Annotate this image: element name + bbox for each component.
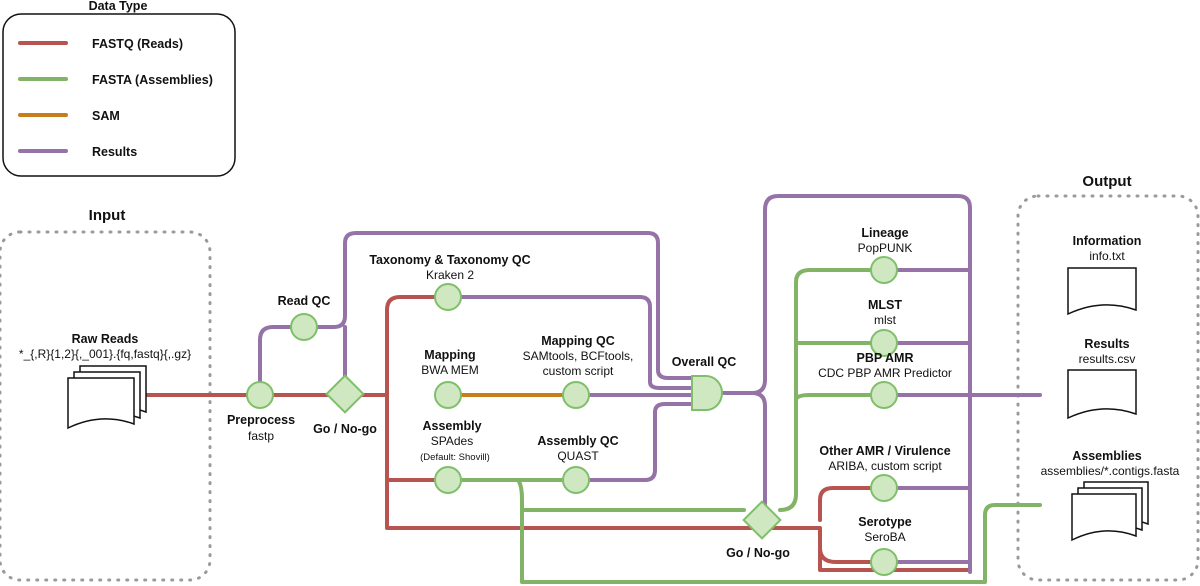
node-mapping-qc [562,381,590,409]
node-assembly [434,466,462,494]
edge-asm-pbp [794,393,886,402]
node-assembly-qc [562,466,590,494]
read-qc-label: Read QC [278,294,331,308]
edge-res-overallqc-gonogo [750,391,767,507]
nodes [246,256,898,576]
mapping-label: Mapping [424,348,475,362]
info-file-icon [1067,267,1137,316]
edge-res-analyses [882,268,972,564]
mapping-qc-label: Mapping QC [541,334,615,348]
overall-qc-label: Overall QC [672,355,737,369]
edge-res-taxonomy [446,295,694,390]
edge-res-readqc-out [302,231,694,380]
information-file: info.txt [1089,249,1125,263]
node-overall-qc-gate [691,375,723,411]
edge-res-overallqc [720,194,972,574]
mlst-tool: mlst [874,313,897,327]
other-amr-label: Other AMR / Virulence [819,444,950,458]
edge-asm-output [516,478,1042,584]
pbp-amr-label: PBP AMR [857,351,914,365]
results-file: results.csv [1079,352,1136,366]
node-read-qc [290,313,318,341]
taxonomy-tool: Kraken 2 [426,268,474,282]
mapping-qc-tool-1: SAMtools, BCFtools, [523,349,634,363]
edge-reads-branch [385,308,972,572]
output-container [1016,194,1200,582]
legend-label-results: Results [92,145,137,159]
legend-label-assemblies: FASTA (Assemblies) [92,73,213,87]
assembly-label: Assembly [422,419,481,433]
output-title: Output [1082,173,1131,190]
pbp-amr-tool: CDC PBP AMR Predictor [818,366,952,380]
lineage-tool: PopPUNK [858,241,913,255]
edge-res-readqc-in [258,325,306,397]
raw-reads-file-stack-icon [67,365,147,430]
assembly-tool: SPAdes [431,434,473,448]
serotype-tool: SeroBA [864,530,905,544]
node-serotype [870,548,898,576]
edge-asm-analyses [778,268,886,512]
mapping-tool: BWA MEM [421,363,479,377]
preprocess-tool: fastp [248,429,274,443]
legend-label-reads: FASTQ (Reads) [92,37,183,51]
input-title: Input [89,207,126,224]
legend-title: Data Type [89,0,148,13]
assemblies-label: Assemblies [1072,449,1142,463]
raw-reads-label: Raw Reads [72,332,139,346]
information-label: Information [1073,234,1142,248]
other-amr-tool: ARIBA, custom script [828,459,942,473]
mapping-qc-tool-2: custom script [543,364,614,378]
node-pbp-amr [870,381,898,409]
legend-label-sam: SAM [92,109,120,123]
raw-reads-pattern: *_{,R}{1,2}{,_001}.{fq,fastq}{,.gz} [19,347,191,361]
node-gonogo-2 [742,500,782,540]
edge-res-assembly [574,402,694,482]
assemblies-file-stack-icon [1071,481,1149,542]
serotype-label: Serotype [858,515,912,529]
legend: Data Type FASTQ (Reads) FASTA (Assemblie… [2,0,236,177]
preprocess-label: Preprocess [227,413,295,427]
taxonomy-label: Taxonomy & Taxonomy QC [369,253,530,267]
node-preprocess [246,381,274,409]
node-lineage [870,256,898,284]
lineage-label: Lineage [861,226,908,240]
labels: Raw Reads *_{,R}{1,2}{,_001}.{fq,fastq}{… [19,226,1180,560]
edge-reads-amr [818,486,835,522]
assembly-qc-label: Assembly QC [537,434,618,448]
assembly-default-note: (Default: Shovill) [420,452,490,463]
edge-reads-taxonomy [385,295,450,312]
legend-box [2,13,236,177]
connections [144,194,1042,584]
node-taxonomy [434,283,462,311]
results-label: Results [1084,337,1129,351]
edge-reads-serotype [818,546,886,564]
results-file-icon [1067,369,1137,420]
gonogo-2-label: Go / No-go [726,546,790,560]
gonogo-1-label: Go / No-go [313,422,377,436]
mlst-label: MLST [868,298,902,312]
assemblies-file: assemblies/*.contigs.fasta [1041,464,1180,478]
node-mlst [870,329,898,357]
assembly-qc-tool: QUAST [557,449,599,463]
node-mapping [434,381,462,409]
node-gonogo-1 [325,374,365,414]
node-other-amr [870,474,898,502]
